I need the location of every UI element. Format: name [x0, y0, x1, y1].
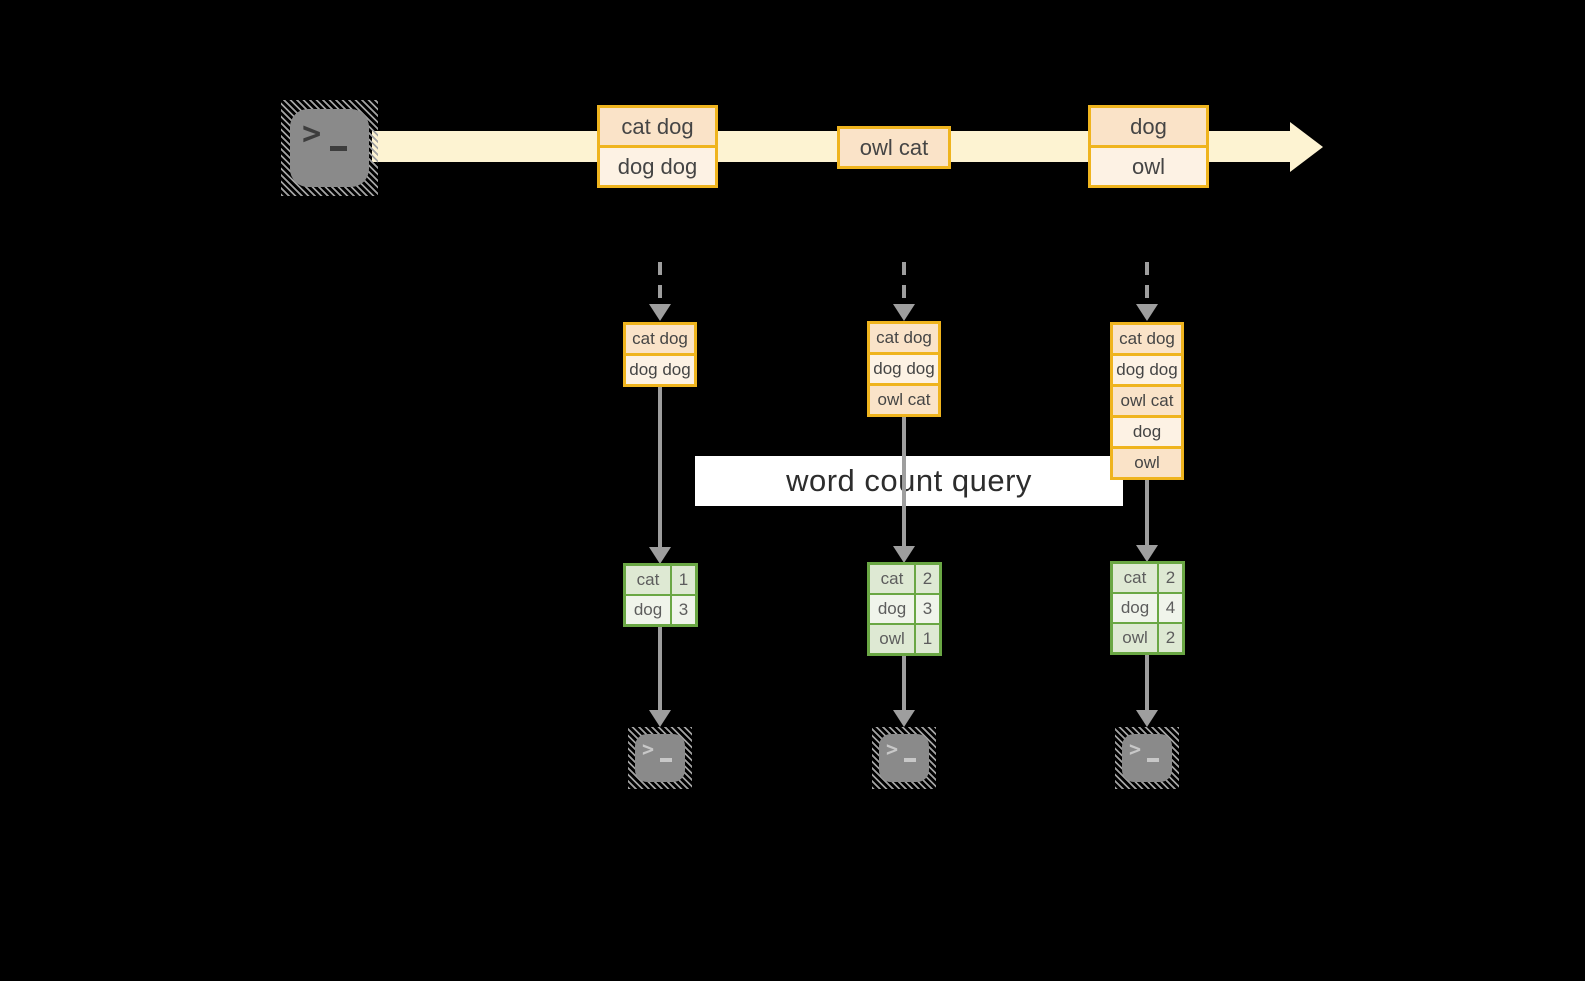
stream-batch-3: dog owl: [1088, 105, 1209, 188]
state-box-3: cat dog dog dog owl cat dog owl: [1110, 322, 1184, 480]
state-row: dog dog: [870, 352, 938, 383]
source-terminal-icon: >: [281, 100, 378, 196]
state-row: cat dog: [626, 325, 694, 353]
stream-batch-2: owl cat: [837, 126, 951, 169]
state-row: owl: [1113, 446, 1181, 477]
ingest-arrow-line-1: [658, 262, 662, 306]
ingest-arrowhead-1: [649, 304, 671, 321]
output-arrowhead-1: [649, 710, 671, 727]
stream-event: dog dog: [600, 145, 715, 185]
terminal-prompt-icon: >: [642, 737, 655, 761]
count-value-cell: 3: [672, 596, 695, 624]
query-arrow-line-3: [1145, 480, 1149, 547]
count-table-2: cat 2 dog 3 owl 1: [867, 562, 942, 656]
count-value-cell: 2: [916, 565, 939, 593]
stream-batch-1: cat dog dog dog: [597, 105, 718, 188]
terminal-prompt-icon: >: [302, 114, 322, 152]
count-word-cell: dog: [1113, 594, 1157, 622]
count-table-1: cat 1 dog 3: [623, 563, 698, 627]
output-arrow-line-3: [1145, 655, 1149, 711]
state-box-2: cat dog dog dog owl cat: [867, 321, 941, 417]
terminal-underscore-icon: [1147, 758, 1159, 762]
terminal-underscore-icon: [660, 758, 672, 762]
terminal-prompt-icon: >: [886, 737, 899, 761]
stream-event: dog: [1091, 108, 1206, 145]
query-arrow-line-1: [658, 387, 662, 548]
state-row: dog: [1113, 415, 1181, 446]
count-value-cell: 1: [672, 566, 695, 594]
query-arrowhead-3: [1136, 545, 1158, 562]
count-word-cell: cat: [870, 565, 914, 593]
output-arrowhead-3: [1136, 710, 1158, 727]
stream-event: owl cat: [840, 129, 948, 166]
count-value-cell: 1: [916, 625, 939, 653]
stream-event: cat dog: [600, 108, 715, 145]
sink-terminal-icon-3: >: [1115, 727, 1179, 789]
query-arrowhead-1: [649, 547, 671, 564]
query-arrowhead-2: [893, 546, 915, 563]
output-arrow-line-2: [902, 656, 906, 711]
terminal-screen: >: [290, 109, 369, 187]
state-row: dog dog: [1113, 353, 1181, 384]
count-value-cell: 3: [916, 595, 939, 623]
count-value-cell: 4: [1159, 594, 1182, 622]
count-value-cell: 2: [1159, 564, 1182, 592]
ingest-arrowhead-3: [1136, 304, 1158, 321]
stream-arrowhead-icon: [1290, 122, 1323, 172]
output-arrowhead-2: [893, 710, 915, 727]
state-box-1: cat dog dog dog: [623, 322, 697, 387]
terminal-screen: >: [879, 734, 929, 782]
state-row: cat dog: [1113, 325, 1181, 353]
state-row: dog dog: [626, 353, 694, 384]
terminal-underscore-icon: [904, 758, 916, 762]
terminal-screen: >: [635, 734, 685, 782]
count-word-cell: cat: [1113, 564, 1157, 592]
query-label-band: word count query: [695, 456, 1123, 506]
count-word-cell: cat: [626, 566, 670, 594]
sink-terminal-icon-2: >: [872, 727, 936, 789]
count-table-3: cat 2 dog 4 owl 2: [1110, 561, 1185, 655]
query-label: word count query: [786, 463, 1032, 498]
state-row: cat dog: [870, 324, 938, 352]
state-row: owl cat: [1113, 384, 1181, 415]
count-word-cell: owl: [870, 625, 914, 653]
output-arrow-line-1: [658, 627, 662, 711]
ingest-arrow-line-2: [902, 262, 906, 306]
terminal-underscore-icon: [330, 146, 347, 151]
stream-event: owl: [1091, 145, 1206, 185]
state-row: owl cat: [870, 383, 938, 414]
sink-terminal-icon-1: >: [628, 727, 692, 789]
query-arrow-line-2: [902, 417, 906, 547]
count-word-cell: dog: [870, 595, 914, 623]
ingest-arrow-line-3: [1145, 262, 1149, 306]
count-value-cell: 2: [1159, 624, 1182, 652]
terminal-prompt-icon: >: [1129, 737, 1142, 761]
count-word-cell: dog: [626, 596, 670, 624]
count-word-cell: owl: [1113, 624, 1157, 652]
terminal-screen: >: [1122, 734, 1172, 782]
ingest-arrowhead-2: [893, 304, 915, 321]
